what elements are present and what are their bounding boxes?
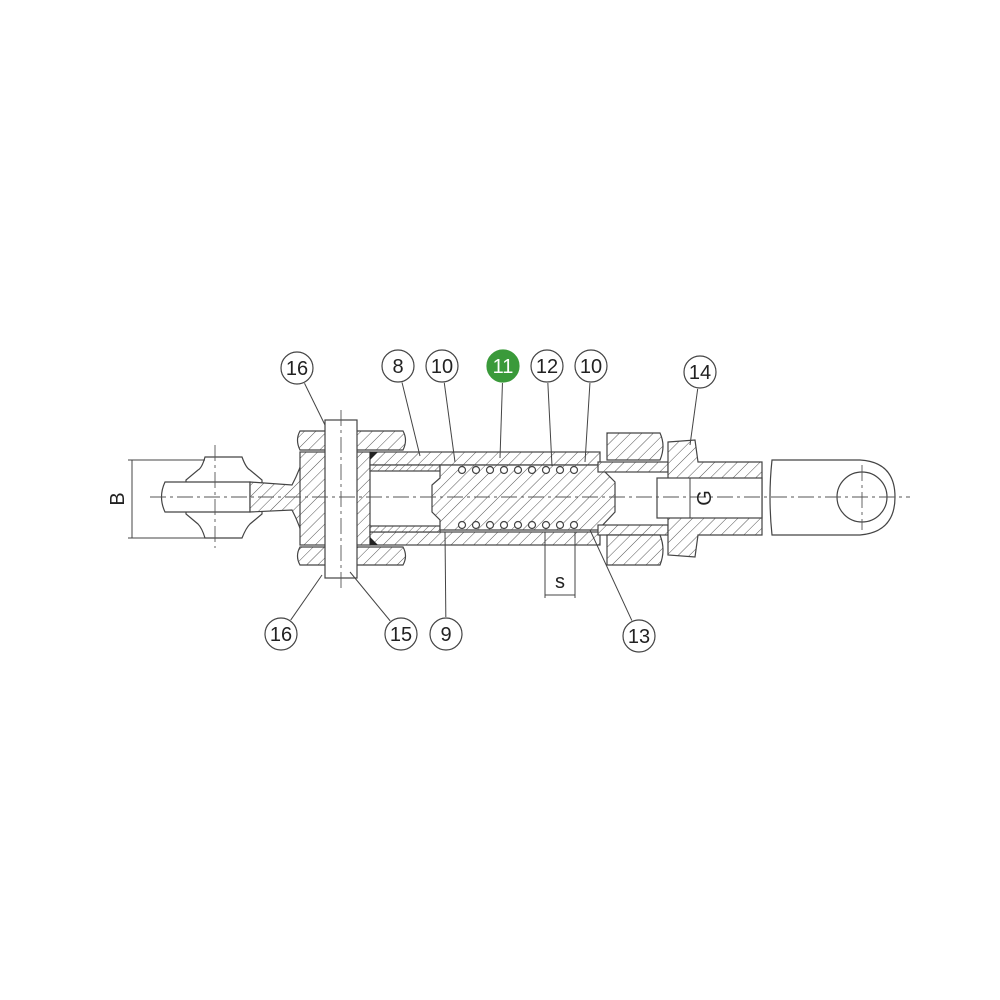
nut-top (606, 432, 664, 461)
callout-label: 16 (270, 624, 292, 646)
dimension-g: G (689, 478, 716, 518)
callout-circle (384, 617, 418, 651)
callouts: 16 8 10 11 12 10 14 16 15 9 13 (264, 349, 717, 653)
spring-coil (541, 465, 551, 475)
leader-line (290, 574, 323, 621)
spring-coil (457, 465, 467, 475)
leader-line (589, 529, 633, 621)
callout-circle (683, 355, 717, 389)
leader-line (304, 383, 326, 426)
callout-circle (264, 617, 298, 651)
threaded-bore (656, 477, 763, 519)
callout-circle (381, 349, 415, 383)
spring-coil (569, 520, 579, 530)
callout-15: 15 (349, 571, 418, 651)
callout-13: 13 (589, 529, 656, 653)
callout-label: 13 (628, 626, 650, 648)
callout-circle (530, 349, 564, 383)
dimension-s-label: s (555, 571, 565, 593)
leader-line (443, 382, 456, 463)
spring-coil (555, 465, 565, 475)
callout-16: 16 (264, 574, 323, 651)
callout-label: 15 (390, 624, 412, 646)
callout-14: 14 (683, 355, 717, 446)
spring-coil (513, 520, 523, 530)
spring (457, 465, 579, 530)
spring-coil (527, 520, 537, 530)
callout-10: 10 (425, 349, 459, 463)
callout-label: 8 (392, 356, 403, 378)
spring-coil (485, 465, 495, 475)
callout-circle (425, 349, 459, 383)
callout-11: 11 (486, 349, 520, 459)
callout-label: 16 (286, 358, 308, 380)
dimension-b-label: B (107, 492, 129, 505)
callout-10: 10 (574, 349, 608, 463)
leader-line (584, 382, 591, 463)
leader-line (401, 382, 421, 457)
spring-coil (499, 520, 509, 530)
leader-line (444, 531, 447, 618)
spring-coil (499, 465, 509, 475)
callout-12: 12 (530, 349, 564, 467)
callout-circle (622, 619, 656, 653)
spring-coil (471, 520, 481, 530)
spring-coil (555, 520, 565, 530)
leader-line (499, 382, 503, 459)
callout-circle (486, 349, 520, 383)
spring-coil (513, 465, 523, 475)
spring-coil (541, 520, 551, 530)
left-ball-joint (160, 445, 306, 548)
leader-line (689, 388, 699, 446)
piston-rod (431, 464, 616, 531)
dimension-g-label: G (694, 490, 716, 506)
spring-coil (527, 465, 537, 475)
callout-circle (429, 617, 463, 651)
spring-coil (485, 520, 495, 530)
callout-label: 14 (689, 362, 711, 384)
dimension-s: s (544, 532, 576, 598)
spring-coil (569, 465, 579, 475)
callout-label: 10 (431, 356, 453, 378)
callout-circle (574, 349, 608, 383)
callout-16: 16 (280, 351, 326, 426)
dimension-b: B (107, 459, 205, 539)
callout-circle (280, 351, 314, 385)
callout-8: 8 (381, 349, 421, 457)
spring-coil (471, 465, 481, 475)
callout-label: 9 (440, 624, 451, 646)
leader-line (349, 571, 391, 622)
leader-line (547, 382, 553, 467)
callout-label: 11 (493, 356, 514, 378)
callout-label: 12 (536, 356, 558, 378)
callout-9: 9 (429, 531, 463, 651)
cylinder-tube (369, 451, 601, 546)
nut-bottom (606, 534, 664, 566)
callout-label: 10 (580, 356, 602, 378)
spring-coil (457, 520, 467, 530)
